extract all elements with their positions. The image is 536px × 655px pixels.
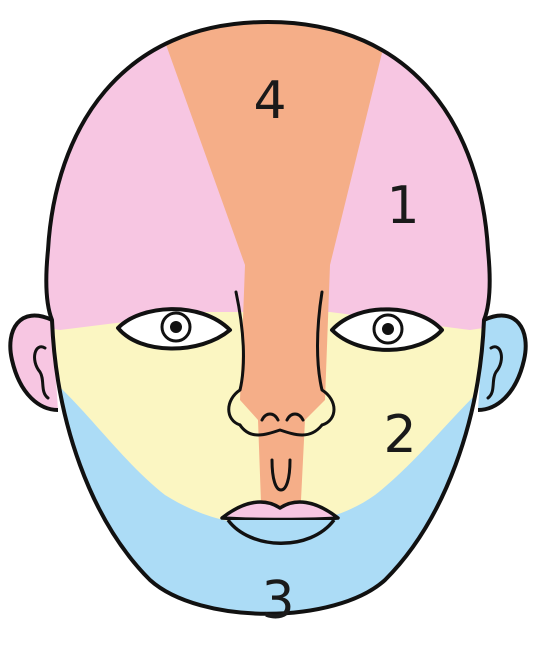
label-region-1: 1 bbox=[386, 176, 419, 236]
label-region-4: 4 bbox=[253, 71, 286, 131]
label-region-2: 2 bbox=[383, 405, 416, 465]
label-region-3: 3 bbox=[261, 571, 294, 631]
